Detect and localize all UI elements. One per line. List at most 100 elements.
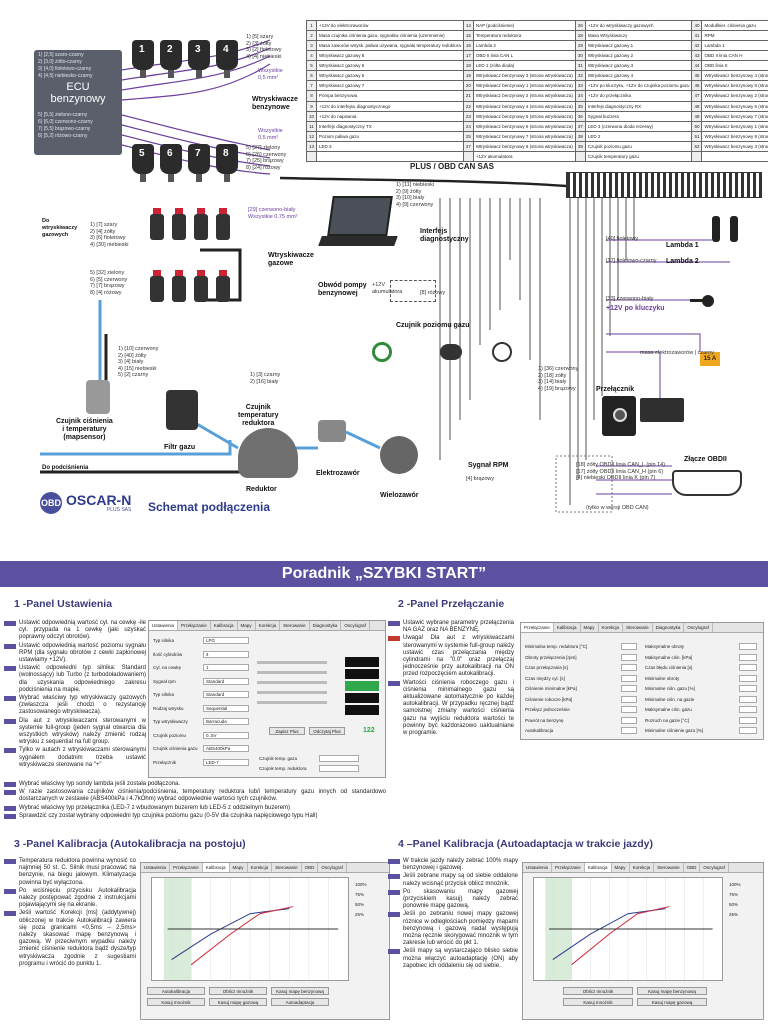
switch-param-field[interactable]	[621, 706, 637, 713]
switch-param-field[interactable]	[621, 727, 637, 734]
calibration-button[interactable]: Oblicz mnożnik	[209, 987, 267, 995]
legend-entry: 100%	[729, 882, 741, 887]
switch-param-field[interactable]	[621, 695, 637, 703]
setting-dropdown[interactable]: 1	[203, 664, 249, 671]
pin-number: 12	[305, 130, 318, 142]
instruction-item: Tylko w autach z wtryskiwaczami sterowan…	[4, 747, 146, 769]
switch-param-field[interactable]	[621, 653, 637, 661]
tab-oscylograf[interactable]: Oscylograf	[318, 863, 347, 872]
switch-param-field[interactable]	[621, 685, 637, 692]
tab-obd[interactable]: OBD	[302, 863, 319, 872]
switch-param-field[interactable]	[739, 643, 757, 650]
setting-dropdown[interactable]: Standard	[203, 691, 249, 698]
setting-slider[interactable]	[257, 681, 327, 684]
switch-param-field[interactable]	[739, 695, 757, 703]
calibration-button[interactable]: Kasuj mapę benzynową	[637, 987, 707, 995]
value-readout: 122	[363, 727, 375, 734]
tab-diagnostyka[interactable]: Diagnostyka	[653, 623, 685, 632]
tab-ustawienia[interactable]: Ustawienia	[149, 621, 179, 630]
wire-cross-section-2: 0,5 mm²	[258, 135, 279, 141]
pin-number: 30	[574, 50, 586, 62]
pin-number: 34	[574, 90, 586, 102]
tab-sterowanie[interactable]: Sterowanie	[272, 863, 302, 872]
setting-dropdown[interactable]: LPG	[203, 637, 249, 644]
section4-instructions: W trakcie jazdy należy zebrać 100% mapy …	[388, 858, 518, 971]
settings-action-button[interactable]: Zapisz Plus	[269, 727, 305, 735]
tab-korekcja[interactable]: Korekcja	[248, 863, 273, 872]
calibration-button[interactable]: Oblicz mnożnik	[563, 987, 633, 995]
obd-connector-label: Złącze OBDII	[684, 456, 727, 463]
tab-ustawienia[interactable]: Ustawienia	[141, 863, 171, 872]
tab-kalibracja[interactable]: Kalibracja	[202, 863, 230, 872]
calibration-button[interactable]: Autokalibracja	[147, 987, 205, 995]
switch-param-field[interactable]	[621, 664, 637, 671]
calibration-button[interactable]: Kasuj mnożnik	[147, 998, 205, 1006]
tab-sterowanie[interactable]: Sterowanie	[623, 623, 653, 632]
setting-slider[interactable]	[257, 661, 327, 664]
instruction-item: Dla aut z wtryskiwaczami sterowanymi w s…	[4, 718, 146, 747]
switch-param-field[interactable]	[739, 716, 757, 724]
tab-przełączanie[interactable]: Przełączanie	[552, 863, 585, 872]
setting-dropdown[interactable]: 4	[203, 650, 249, 658]
tab-mapy[interactable]: Mapy	[581, 623, 599, 632]
setting-dropdown[interactable]: ABS400kPa	[203, 745, 249, 752]
setting-slider[interactable]	[257, 671, 327, 674]
switch-param-field[interactable]	[621, 716, 637, 724]
setting-slider[interactable]	[257, 701, 327, 704]
setting-dropdown[interactable]: 0..5V	[203, 731, 249, 739]
tab-mapy[interactable]: Mapy	[238, 621, 256, 630]
tab-oscylograf[interactable]: Oscylograf	[341, 621, 370, 630]
sensor-dropdown[interactable]	[319, 765, 359, 772]
settings-action-button[interactable]: Odczytaj Plus	[309, 727, 345, 735]
pin-description: Pompa benzynowa	[316, 90, 464, 102]
calibration-button[interactable]: Kasuj mapę gazową	[637, 998, 707, 1006]
switch-param-field[interactable]	[739, 727, 757, 734]
switch-param-field[interactable]	[739, 706, 757, 713]
tab-korekcja[interactable]: Korekcja	[599, 623, 624, 632]
switch-param-field[interactable]	[739, 664, 757, 671]
switch-param-field[interactable]	[621, 674, 637, 682]
switch-param-field[interactable]	[739, 685, 757, 692]
tab-obd[interactable]: OBD	[684, 863, 701, 872]
tab-diagnostyka[interactable]: Diagnostyka	[310, 621, 342, 630]
calibration-button[interactable]: Kasuj mapę benzynową	[271, 987, 329, 995]
tab-oscylograf[interactable]: Oscylograf	[700, 863, 729, 872]
calibration-button[interactable]: Kasuj mnożnik	[563, 998, 633, 1006]
tab-oscylograf[interactable]: Oscylograf	[684, 623, 713, 632]
tab-korekcja[interactable]: Korekcja	[256, 621, 281, 630]
tab-przełączanie[interactable]: Przełączanie	[170, 863, 203, 872]
switch-param-field[interactable]	[739, 674, 757, 682]
calibration-button[interactable]: Autoadaptacja	[271, 998, 329, 1006]
setting-dropdown[interactable]: Barracuda	[203, 718, 249, 725]
tab-przełączanie[interactable]: Przełączanie	[178, 621, 211, 630]
legend-entry: 50%	[355, 902, 365, 907]
setting-slider[interactable]	[257, 691, 327, 694]
setting-dropdown[interactable]: Standard	[203, 677, 249, 685]
switch-param-field[interactable]	[621, 643, 637, 650]
setting-dropdown[interactable]: Sequential	[203, 704, 249, 712]
level-sensor-resistive-icon	[492, 342, 512, 362]
setting-dropdown[interactable]: LED-7	[203, 758, 249, 766]
tab-kalibracja[interactable]: Kalibracja	[584, 863, 612, 872]
tab-sterowanie[interactable]: Sterowanie	[654, 863, 684, 872]
pin-description: Wtryskiwacz benzynowy 6 (strona wtryskiw…	[472, 120, 576, 132]
calibration-button[interactable]: Kasuj mapę gazową	[209, 998, 267, 1006]
tab-ustawienia[interactable]: Ustawienia	[523, 863, 553, 872]
lambda1-label: Lambda 1	[666, 242, 699, 249]
instruction-text: Po wciśnięciu przycisku Autokalibracja n…	[19, 887, 136, 909]
tab-kalibracja[interactable]: Kalibracja	[211, 621, 238, 630]
switch-param-field[interactable]	[739, 653, 757, 661]
pin-description: Lambda 1	[701, 40, 768, 52]
pin-description: Wtryskiwacz gazowy 8	[316, 50, 464, 62]
tab-mapy[interactable]: Mapy	[230, 863, 248, 872]
bullet-icon	[4, 782, 16, 787]
tab-kalibracja[interactable]: Kalibracja	[554, 623, 581, 632]
tab-przełączanie[interactable]: Przełączanie	[521, 623, 554, 632]
tab-sterowanie[interactable]: Sterowanie	[280, 621, 310, 630]
ecu-wires-bottom: 5) [5,5] zielono-czarny 6) [6,0] czerwon…	[38, 112, 93, 139]
tab-mapy[interactable]: Mapy	[612, 863, 630, 872]
tab-korekcja[interactable]: Korekcja	[630, 863, 655, 872]
gas-switch-icon	[602, 396, 636, 436]
sensor-dropdown[interactable]	[319, 755, 359, 762]
